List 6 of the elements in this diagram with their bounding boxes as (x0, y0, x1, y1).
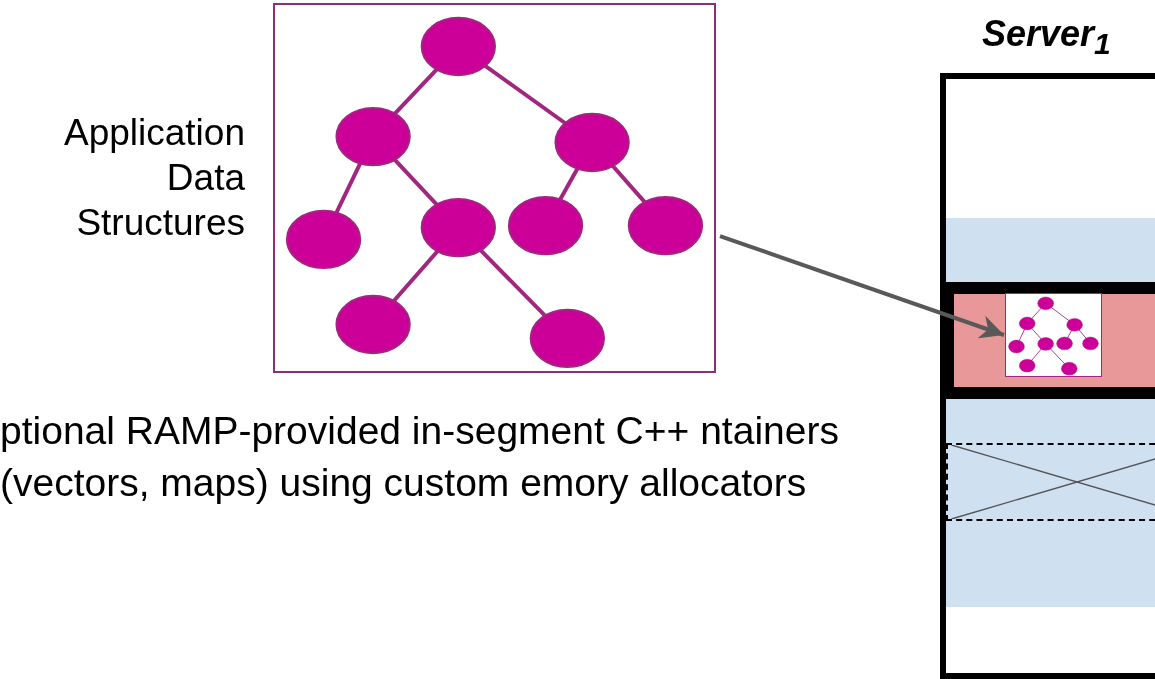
tree-diagram-drawing (273, 3, 716, 373)
arrow (719, 234, 1005, 339)
server-heading: Server$_{1}$ (982, 13, 1111, 62)
structure-caption: Application Data Structures (63, 111, 245, 245)
tree-thumbnail (1005, 293, 1102, 377)
description-text: ptional RAMP-provided in-segment C++ ntainers (vectors, maps) using custom emory allocators (0, 408, 840, 506)
